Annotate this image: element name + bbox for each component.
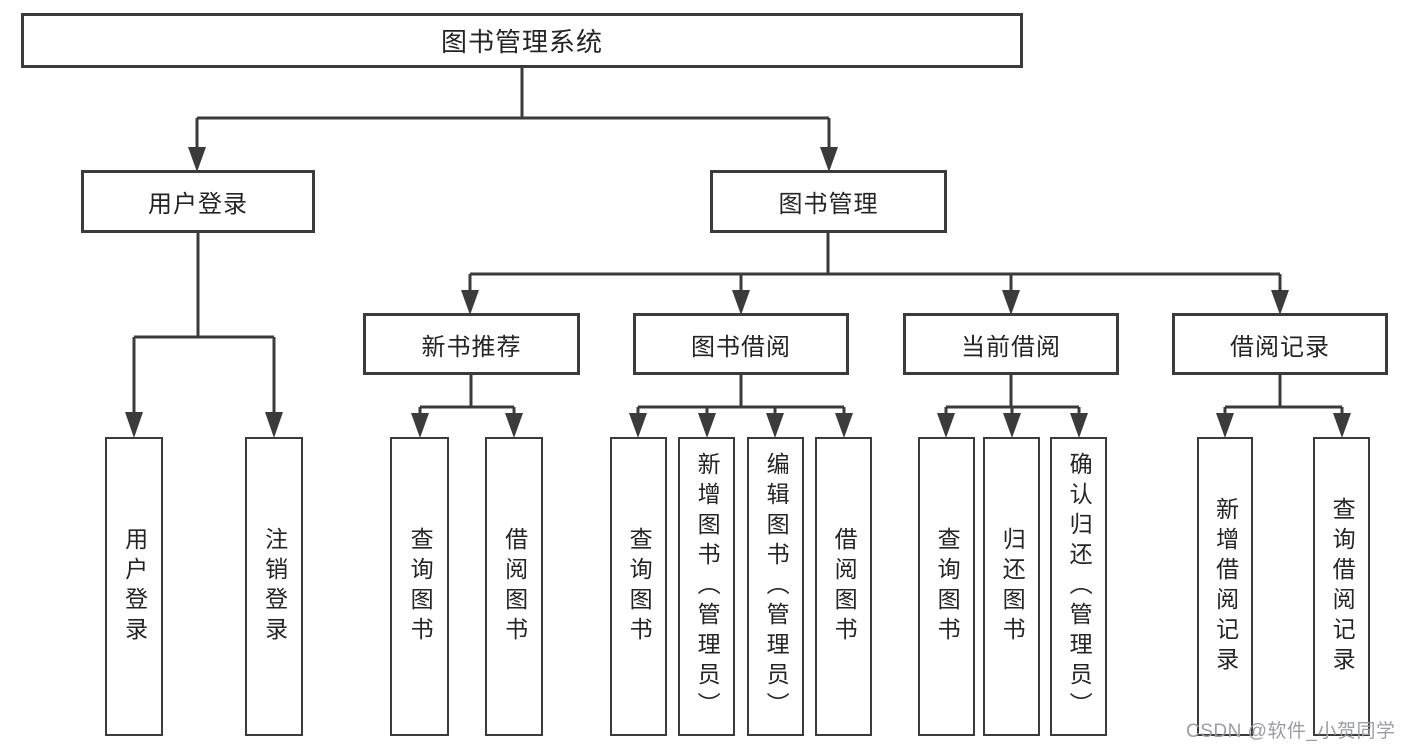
node-book-borrow: 图书借阅 xyxy=(633,313,849,375)
leaf-node-add-borrow-record: 新增借阅记录 xyxy=(1197,437,1253,736)
leaf-label: 新增借阅记录 xyxy=(1212,496,1239,677)
arrow-down-icon xyxy=(937,413,955,438)
arrowhead-icons xyxy=(125,147,1351,438)
node-root-label: 图书管理系统 xyxy=(440,27,603,57)
arrow-down-icon xyxy=(1003,413,1021,438)
arrow-down-icon xyxy=(265,412,283,438)
arrow-down-icon xyxy=(1002,290,1020,315)
node-current-borrow: 当前借阅 xyxy=(903,313,1119,375)
node-user-login: 用户登录 xyxy=(81,170,315,233)
arrow-down-icon xyxy=(505,413,523,438)
leaf-node-logout: 注销登录 xyxy=(245,437,303,736)
leaf-label: 借阅图书 xyxy=(501,526,528,647)
leaf-node-query-books-3: 查询图书 xyxy=(918,437,975,736)
node-root: 图书管理系统 xyxy=(21,13,1023,68)
arrow-down-icon xyxy=(1216,413,1234,438)
node-new-book-recommend: 新书推荐 xyxy=(363,313,580,375)
leaf-node-query-books-1: 查询图书 xyxy=(390,437,449,736)
arrow-down-icon xyxy=(835,413,853,438)
arrow-down-icon xyxy=(629,413,647,438)
leaf-node-query-borrow-record: 查询借阅记录 xyxy=(1313,437,1370,736)
arrow-down-icon xyxy=(766,413,784,438)
leaf-label: 归还图书 xyxy=(999,526,1026,647)
leaf-label: 查询图书 xyxy=(407,526,434,647)
leaf-label: 查询借阅记录 xyxy=(1329,496,1356,677)
node-borrow-record: 借阅记录 xyxy=(1172,313,1388,375)
arrow-down-icon xyxy=(820,147,838,172)
leaf-label: 查询图书 xyxy=(626,526,653,647)
arrow-down-icon xyxy=(125,412,143,438)
csdn-watermark: CSDN @软件_小贺同学 xyxy=(1186,721,1396,742)
node-book-management: 图书管理 xyxy=(710,170,947,233)
arrow-down-icon xyxy=(698,413,716,438)
node-new-book-recommend-label: 新书推荐 xyxy=(421,333,522,361)
leaf-label: 注销登录 xyxy=(261,526,288,647)
arrow-down-icon xyxy=(188,147,206,172)
node-book-management-label: 图书管理 xyxy=(778,191,879,218)
leaf-node-query-books-2: 查询图书 xyxy=(610,437,667,736)
leaf-node-confirm-return-admin: 确认归还（管理员） xyxy=(1050,437,1107,736)
leaf-node-borrow-books-2: 借阅图书 xyxy=(815,437,872,736)
leaf-label: 编辑图书（管理员） xyxy=(763,451,790,722)
node-borrow-record-label: 借阅记录 xyxy=(1230,333,1330,361)
leaf-label: 用户登录 xyxy=(121,526,148,647)
node-book-borrow-label: 图书借阅 xyxy=(691,333,791,361)
arrow-down-icon xyxy=(1271,290,1289,315)
leaf-node-borrow-books-1: 借阅图书 xyxy=(485,437,543,736)
leaf-label: 借阅图书 xyxy=(831,526,858,647)
leaf-label: 查询图书 xyxy=(934,526,961,647)
arrow-down-icon xyxy=(461,290,479,315)
node-user-login-label: 用户登录 xyxy=(148,191,248,218)
leaf-label: 新增图书（管理员） xyxy=(694,451,721,722)
arrow-down-icon xyxy=(1333,413,1351,438)
node-current-borrow-label: 当前借阅 xyxy=(961,333,1061,361)
arrow-down-icon xyxy=(732,290,750,315)
arrow-down-icon xyxy=(411,413,429,438)
arrow-down-icon xyxy=(1070,413,1088,438)
leaf-node-edit-book-admin: 编辑图书（管理员） xyxy=(747,437,804,736)
leaf-label: 确认归还（管理员） xyxy=(1066,451,1093,722)
leaf-node-user-login: 用户登录 xyxy=(105,437,163,736)
leaf-node-return-book: 归还图书 xyxy=(983,437,1040,736)
leaf-node-add-book-admin: 新增图书（管理员） xyxy=(678,437,735,736)
